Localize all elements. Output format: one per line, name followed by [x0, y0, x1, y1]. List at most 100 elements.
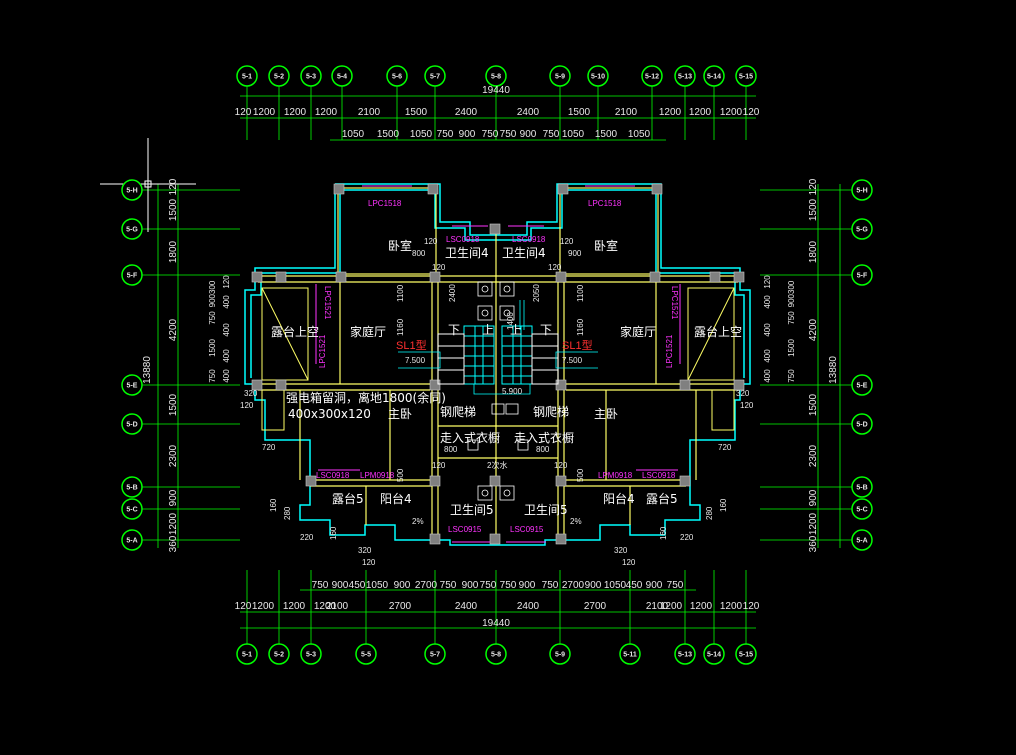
- dim-value: 2700: [389, 601, 412, 612]
- dim-local: 400: [763, 369, 772, 383]
- staircase: [437, 325, 559, 385]
- dim-value: 1050: [342, 129, 365, 140]
- dim-value: 13880: [142, 356, 153, 384]
- dim-local: 400: [763, 323, 772, 337]
- dim-value: 2300: [808, 444, 819, 467]
- dim-local: 1500: [208, 339, 217, 357]
- axis-bubble-left: 5-F: [121, 264, 143, 286]
- room-terrace5-right: 露台5: [646, 491, 678, 506]
- dim-local: 800: [444, 445, 458, 454]
- axis-bubble-bottom: 5-5: [355, 643, 377, 665]
- dim-local: 1160: [576, 318, 585, 336]
- dim-value: 360: [808, 535, 819, 552]
- axis-bubble-left: 5-A: [121, 529, 143, 551]
- dim-local: 400: [222, 295, 231, 309]
- dim-value: 4200: [168, 318, 179, 341]
- dim-value: 2100: [326, 601, 349, 612]
- dim-value: 1800: [168, 240, 179, 263]
- dim-value: 120: [168, 178, 179, 195]
- dim-local: 160: [659, 526, 668, 540]
- room-bedroom-left: 卧室: [388, 238, 412, 253]
- axis-bubble-right: 5-B: [851, 476, 873, 498]
- axis-bubble-top: 5-13: [674, 65, 696, 87]
- stair-up-right: 上: [510, 323, 522, 337]
- axis-label: 5-15: [739, 652, 753, 659]
- axis-bubble-top: 5-14: [703, 65, 725, 87]
- dim-local: 220: [680, 533, 694, 542]
- axis-bubble-bottom: 5-2: [268, 643, 290, 665]
- dim-value: 450: [626, 580, 643, 591]
- dim-value: 1200: [720, 601, 743, 612]
- room-bath5-left: 卫生间5: [450, 503, 494, 517]
- axis-bubble-bottom: 5-7: [424, 643, 446, 665]
- axis-label: 5-14: [707, 74, 721, 81]
- axis-label: 5-1: [242, 652, 252, 659]
- axis-bubble-right: 5-A: [851, 529, 873, 551]
- axis-label: 5-B: [856, 485, 867, 492]
- room-family-left: 家庭厅: [350, 324, 386, 339]
- axis-bubble-right: 5-H: [851, 179, 873, 201]
- tag-lpc1518-left: LPC1518: [368, 199, 402, 208]
- axis-label: 5-9: [555, 652, 565, 659]
- dim-value: 450: [349, 580, 366, 591]
- dim-value: 1500: [808, 198, 819, 221]
- dim-value: 1200: [689, 107, 712, 118]
- axis-bubble-top: 5-8: [485, 65, 507, 87]
- dim-local: 160: [329, 526, 338, 540]
- dim-value: 2100: [615, 107, 638, 118]
- dim-value: 750: [500, 129, 517, 140]
- dim-value: 900: [332, 580, 349, 591]
- dim-local: 750: [787, 369, 796, 383]
- dim-local: 900300: [787, 280, 796, 307]
- dim-local: 2400: [448, 284, 457, 302]
- dim-value: 2100: [358, 107, 381, 118]
- bath-fixtures: [467, 281, 529, 501]
- room-terrace5-left: 露台5: [332, 491, 364, 506]
- dim-local: 750: [208, 369, 217, 383]
- dim-local: 1100: [576, 284, 585, 302]
- axis-label: 5-13: [678, 652, 692, 659]
- axis-label: 5-7: [430, 652, 440, 659]
- axis-label: 5-15: [739, 74, 753, 81]
- axis-bubble-top: 5-6: [386, 65, 408, 87]
- room-master-right: 主卧: [594, 407, 618, 421]
- axis-label: 5-H: [126, 188, 137, 195]
- dim-local: 720: [718, 443, 732, 452]
- note-electric-box: 强电箱留洞，离地1800(余同): [286, 390, 446, 405]
- dim-value: 2100: [646, 601, 669, 612]
- axis-label: 5-10: [591, 74, 605, 81]
- stair-down-left: 下: [448, 323, 460, 337]
- dim-value: 900: [646, 580, 663, 591]
- dim-local: 400: [222, 369, 231, 383]
- dim-value: 1050: [628, 129, 651, 140]
- dim-local: 900: [568, 249, 582, 258]
- dim-value: 1200: [314, 601, 337, 612]
- dim-local: 800: [536, 445, 550, 454]
- dim-local: 120: [554, 461, 568, 470]
- tag-lsc0918-bl: LSC0918: [316, 471, 350, 480]
- dim-local: 120: [362, 558, 376, 567]
- axis-bubble-top: 5-9: [549, 65, 571, 87]
- room-closet-right: 走入式衣橱: [514, 430, 574, 445]
- axis-label: 5-13: [678, 74, 692, 81]
- axis-bubble-bottom: 5-15: [735, 643, 757, 665]
- dim-local: 720: [262, 443, 276, 452]
- axis-label: 5-14: [707, 652, 721, 659]
- dim-value: 2400: [455, 601, 478, 612]
- tag-lsc0918-top-right: LSC0918: [512, 235, 546, 244]
- axis-label: 5-1: [242, 74, 252, 81]
- tag-lpm0918-br: LPM0918: [598, 471, 633, 480]
- dim-value: 120: [743, 107, 760, 118]
- dim-value: 1500: [595, 129, 618, 140]
- dim-value: 13880: [828, 356, 839, 384]
- dim-local: 1160: [396, 318, 405, 336]
- dim-value: 900: [585, 580, 602, 591]
- dim-value: 4200: [808, 318, 819, 341]
- dim-local: 320: [244, 389, 258, 398]
- axis-bubble-left: 5-D: [121, 413, 143, 435]
- tag-lpc1521-right: LPC1521: [670, 286, 679, 320]
- dim-local: 320: [614, 546, 628, 555]
- axis-bubble-bottom: 5-9: [549, 643, 571, 665]
